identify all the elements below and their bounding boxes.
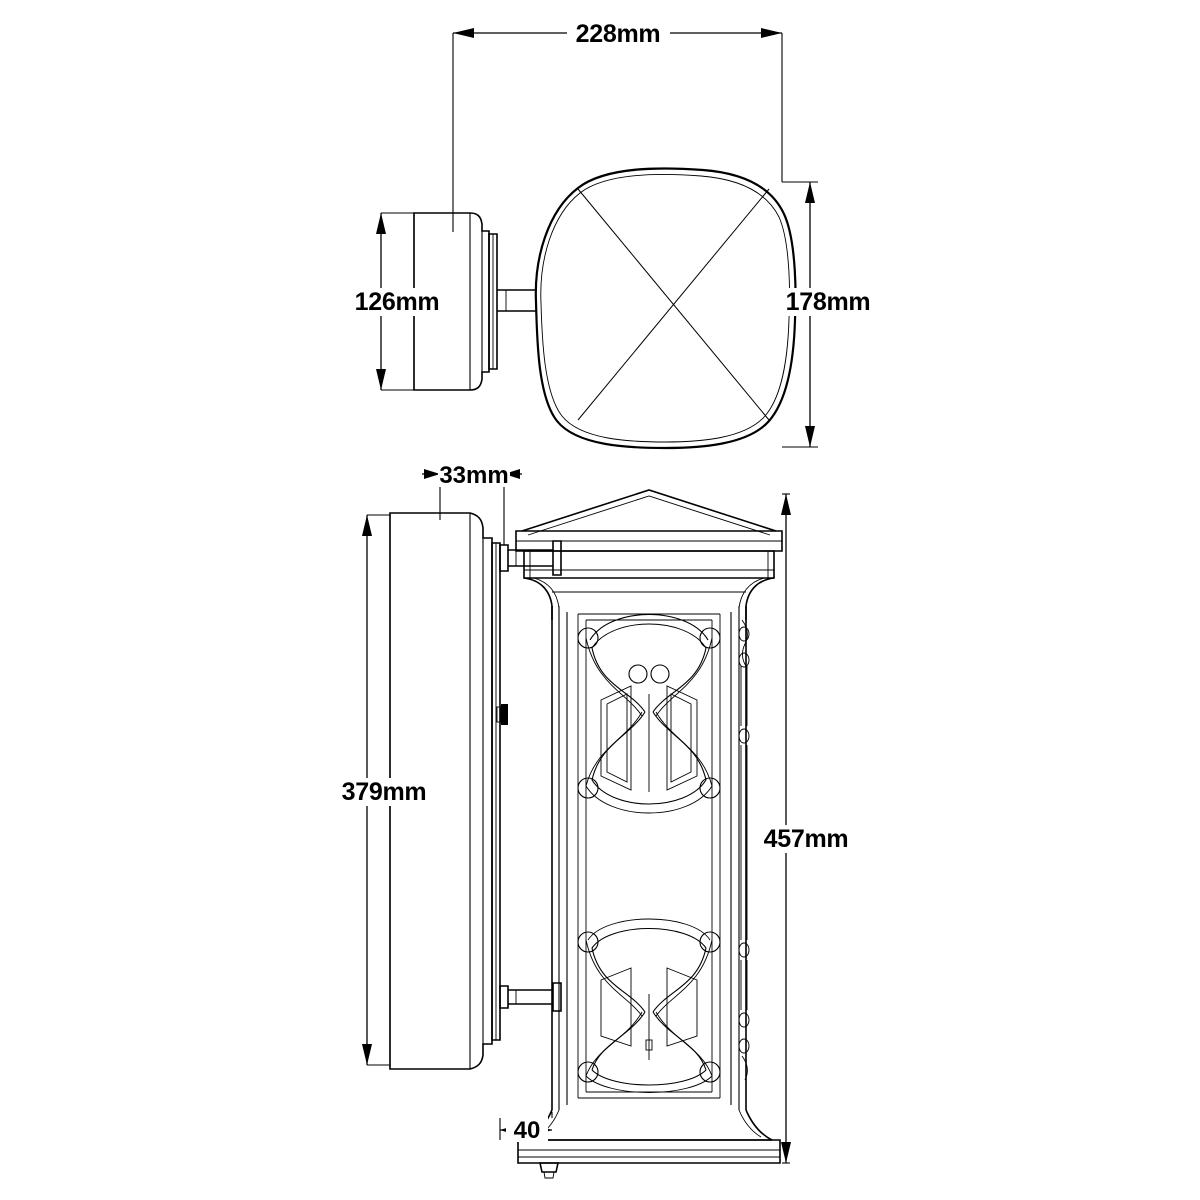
dimension-228mm: 228mm xyxy=(452,20,783,232)
scrollwork-lower xyxy=(577,918,721,1093)
dimension-label-126mm: 126mm xyxy=(355,288,440,316)
dimension-label-379mm: 379mm xyxy=(342,778,427,806)
lantern-base xyxy=(517,1109,781,1179)
lantern-roof xyxy=(515,489,783,579)
lantern-hinges xyxy=(738,619,750,1081)
front-view-backplate xyxy=(389,512,508,1070)
dimension-label-33mm: 33mm xyxy=(439,462,508,489)
dimension-label-228mm: 228mm xyxy=(576,20,661,48)
top-view-shade xyxy=(534,167,797,450)
dimension-40: 40 xyxy=(499,1112,553,1144)
dimension-label-40: 40 xyxy=(514,1117,541,1144)
front-view-lower-arm xyxy=(499,982,562,1012)
scrollwork-upper xyxy=(577,614,721,814)
dimension-label-178mm: 178mm xyxy=(786,288,871,316)
top-view: 228mm xyxy=(344,20,882,450)
lantern-cage-frame xyxy=(551,606,747,1110)
lantern-shoulders xyxy=(523,577,775,620)
dimension-33mm: 33mm xyxy=(422,461,522,545)
top-view-arm xyxy=(497,289,536,312)
dimension-457mm: 457mm xyxy=(752,493,860,1164)
front-view-upper-arm xyxy=(499,540,562,576)
dimension-126mm: 126mm xyxy=(344,212,450,391)
lantern-body xyxy=(515,489,783,1179)
backplate-fixing-detail xyxy=(496,704,508,725)
front-view: 33mm xyxy=(330,461,860,1179)
dimension-178mm: 178mm xyxy=(776,181,882,448)
dimension-379mm: 379mm xyxy=(330,514,438,1066)
dimension-label-457mm: 457mm xyxy=(764,825,849,853)
